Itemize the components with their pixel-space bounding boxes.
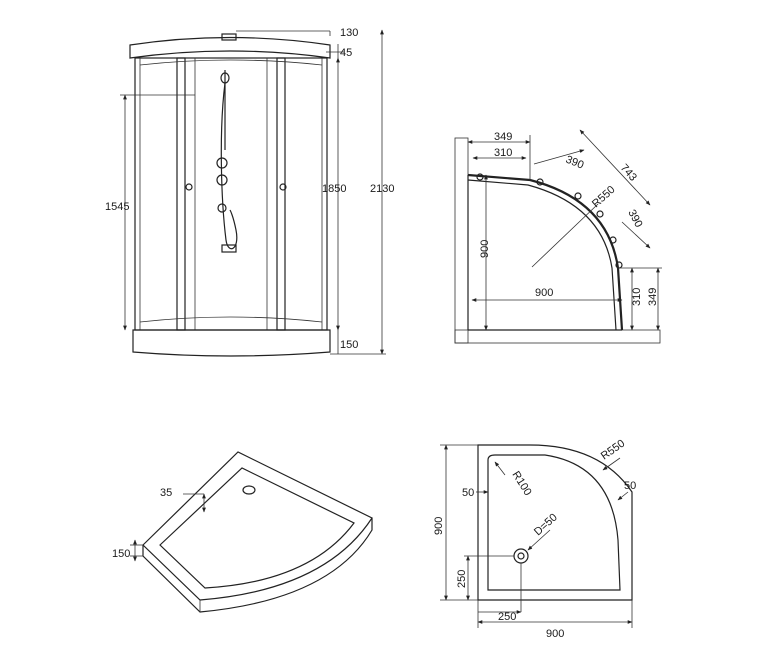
dim-arc-b: 743 <box>618 162 639 184</box>
tray-inner <box>487 454 621 591</box>
dim-tray-height: 150 <box>340 339 358 351</box>
wall-bottom <box>454 329 661 344</box>
drain-icon <box>242 485 256 495</box>
mixer-knob-icon <box>216 157 228 169</box>
tray-outline <box>477 444 633 601</box>
front-view: 130 45 1545 1850 2130 150 <box>105 27 394 357</box>
door-profile-right <box>276 57 286 331</box>
dim-gap: 45 <box>340 47 352 59</box>
dim-depth: 900 <box>433 517 445 535</box>
dim-total-height: 2130 <box>370 183 394 195</box>
dim-rim: 35 <box>160 487 172 499</box>
tray-perspective: 35 150 <box>112 451 373 613</box>
dim-radius-inner: R100 <box>509 469 533 498</box>
dim-tray-height: 150 <box>112 548 130 560</box>
plan-view: 349 310 390 743 R550 390 900 900 310 349 <box>454 129 662 344</box>
dim-radius: R550 <box>590 184 618 211</box>
shower-hose <box>220 82 238 250</box>
door-profile-left <box>176 57 186 331</box>
roof-vent <box>221 33 237 41</box>
dim-radius-outer: R550 <box>599 438 627 463</box>
dim-arc-c: 390 <box>625 208 644 230</box>
cabin-frame <box>134 57 328 331</box>
mixer-knob-icon <box>216 174 228 186</box>
radius-line <box>531 203 599 268</box>
tray-plan: R550 50 50 R100 D=50 250 250 900 900 <box>433 438 636 640</box>
wall-left <box>454 137 469 344</box>
door-handle-right <box>279 183 287 191</box>
dim-rim-left: 50 <box>462 487 474 499</box>
dim-drain-y: 250 <box>456 570 468 588</box>
dim-rim-top: 50 <box>624 480 636 492</box>
tray-top <box>142 451 373 601</box>
enclosure-curve <box>467 173 624 331</box>
dim-side-right-inner: 310 <box>631 288 643 306</box>
dim-top-cap: 130 <box>340 27 358 39</box>
shower-tray <box>132 329 331 357</box>
dim-side-left: 900 <box>479 240 491 258</box>
cabin-roof <box>129 36 331 59</box>
door-handle-left <box>185 183 193 191</box>
dim-wall-left: 349 <box>494 131 512 143</box>
hand-shower-holder-icon <box>217 203 227 213</box>
dim-panel-height: 1850 <box>322 183 346 195</box>
tray-basin <box>159 467 355 589</box>
dim-side-right: 349 <box>647 288 659 306</box>
dim-drain-x: 250 <box>498 611 516 623</box>
dim-arc-a: 390 <box>564 154 586 172</box>
drain-icon <box>513 548 529 564</box>
dim-width: 900 <box>546 628 564 640</box>
dim-wall-left-inner: 310 <box>494 147 512 159</box>
dim-base-width: 900 <box>535 287 553 299</box>
dim-handle-height: 1545 <box>105 201 129 213</box>
